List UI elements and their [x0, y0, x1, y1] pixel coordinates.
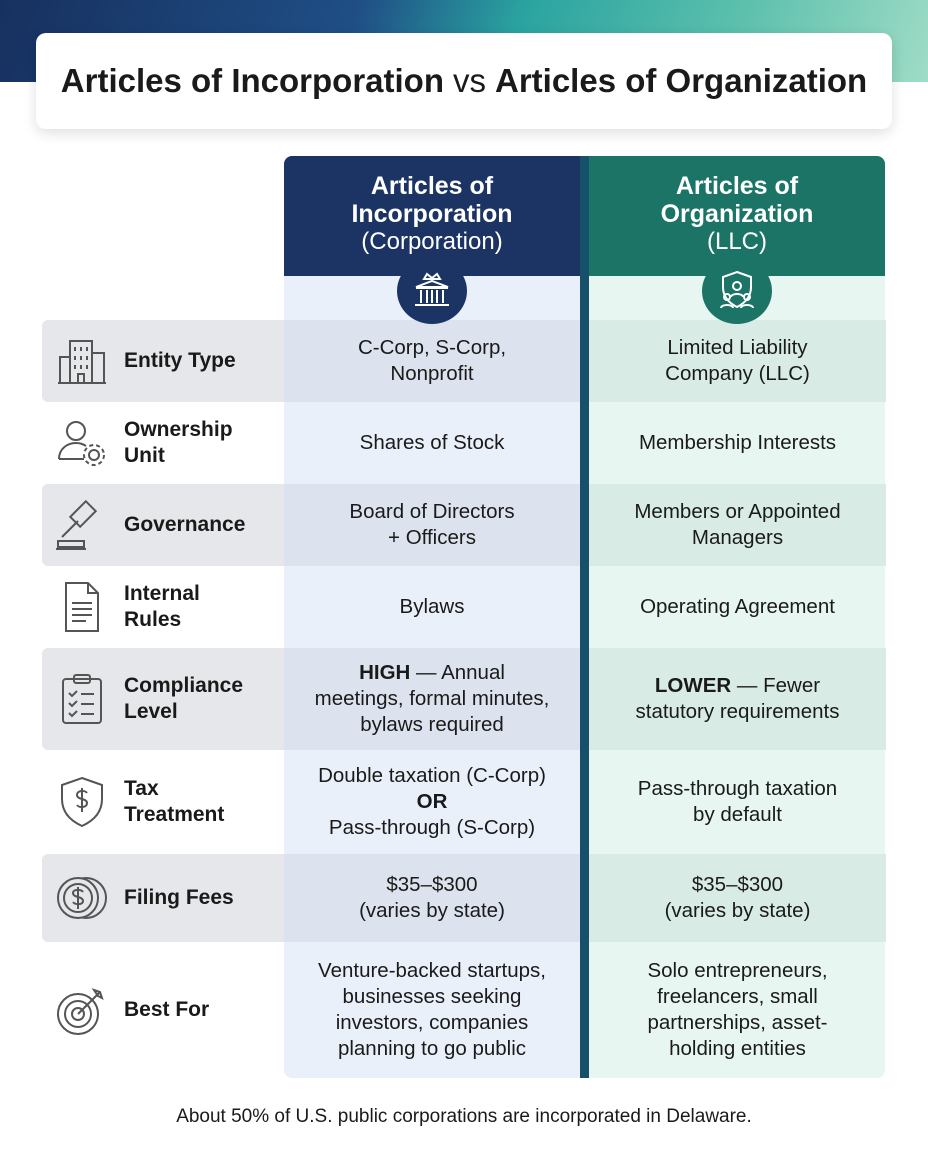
llc-header-line1: Articles of [675, 172, 799, 200]
llc-cell: Membership Interests [638, 431, 837, 454]
corporation-header-line2: Incorporation [351, 200, 513, 228]
user-gear-icon [54, 415, 110, 471]
corporation-cell: $35–$300(varies by state) [359, 873, 505, 922]
row-label: Entity Type [124, 349, 236, 372]
corporation-cell: Venture-backed startups,businesses seeki… [318, 959, 546, 1060]
courthouse-crown-icon [397, 258, 467, 324]
target-icon [54, 982, 110, 1038]
column-divider [580, 156, 589, 1078]
document-icon [54, 579, 110, 635]
row-label: Filing Fees [124, 886, 234, 909]
corporation-cell: Shares of Stock [359, 431, 505, 454]
llc-cell: $35–$300(varies by state) [664, 873, 811, 922]
corporation-cell: C-Corp, S-Corp,Nonprofit [357, 336, 507, 385]
corporation-header-line3: (Corporation) [361, 228, 503, 255]
checklist-icon [54, 671, 110, 727]
gavel-icon [54, 497, 110, 553]
dollar-shield-icon [54, 774, 110, 830]
corporation-cell: Bylaws [399, 595, 465, 618]
llc-header-line3: (LLC) [706, 228, 767, 255]
shield-people-icon [702, 258, 772, 324]
llc-cell: Operating Agreement [640, 595, 835, 618]
row-label: Governance [124, 513, 246, 536]
building-icon [54, 333, 110, 389]
title-right: Articles of Organization [495, 62, 868, 99]
table-row-best-for: Best For Venture-backed startups,busines… [42, 942, 886, 1078]
title-vs: vs [453, 62, 486, 99]
corporation-cell: Board of Directors+ Officers [349, 500, 515, 549]
row-label: Best For [124, 998, 210, 1021]
llc-column-header: Articles of Organization (LLC) [589, 156, 885, 276]
table-row-governance: Governance Board of Directors+ Officers … [42, 484, 886, 566]
table-row-entity-type: Entity Type C-Corp, S-Corp,Nonprofit Lim… [42, 320, 886, 402]
llc-header-line2: Organization [660, 200, 814, 228]
coins-icon [54, 870, 110, 926]
footer-note: About 50% of U.S. public corporations ar… [176, 1106, 752, 1127]
corporation-header-line1: Articles of [370, 172, 494, 200]
page-title: Articles of Incorporation vs Articles of… [36, 33, 892, 129]
table-row-filing-fees: Filing Fees $35–$300(varies by state) $3… [42, 854, 886, 942]
title-left: Articles of Incorporation [60, 62, 444, 99]
corporation-column-header: Articles of Incorporation (Corporation) [284, 156, 580, 276]
